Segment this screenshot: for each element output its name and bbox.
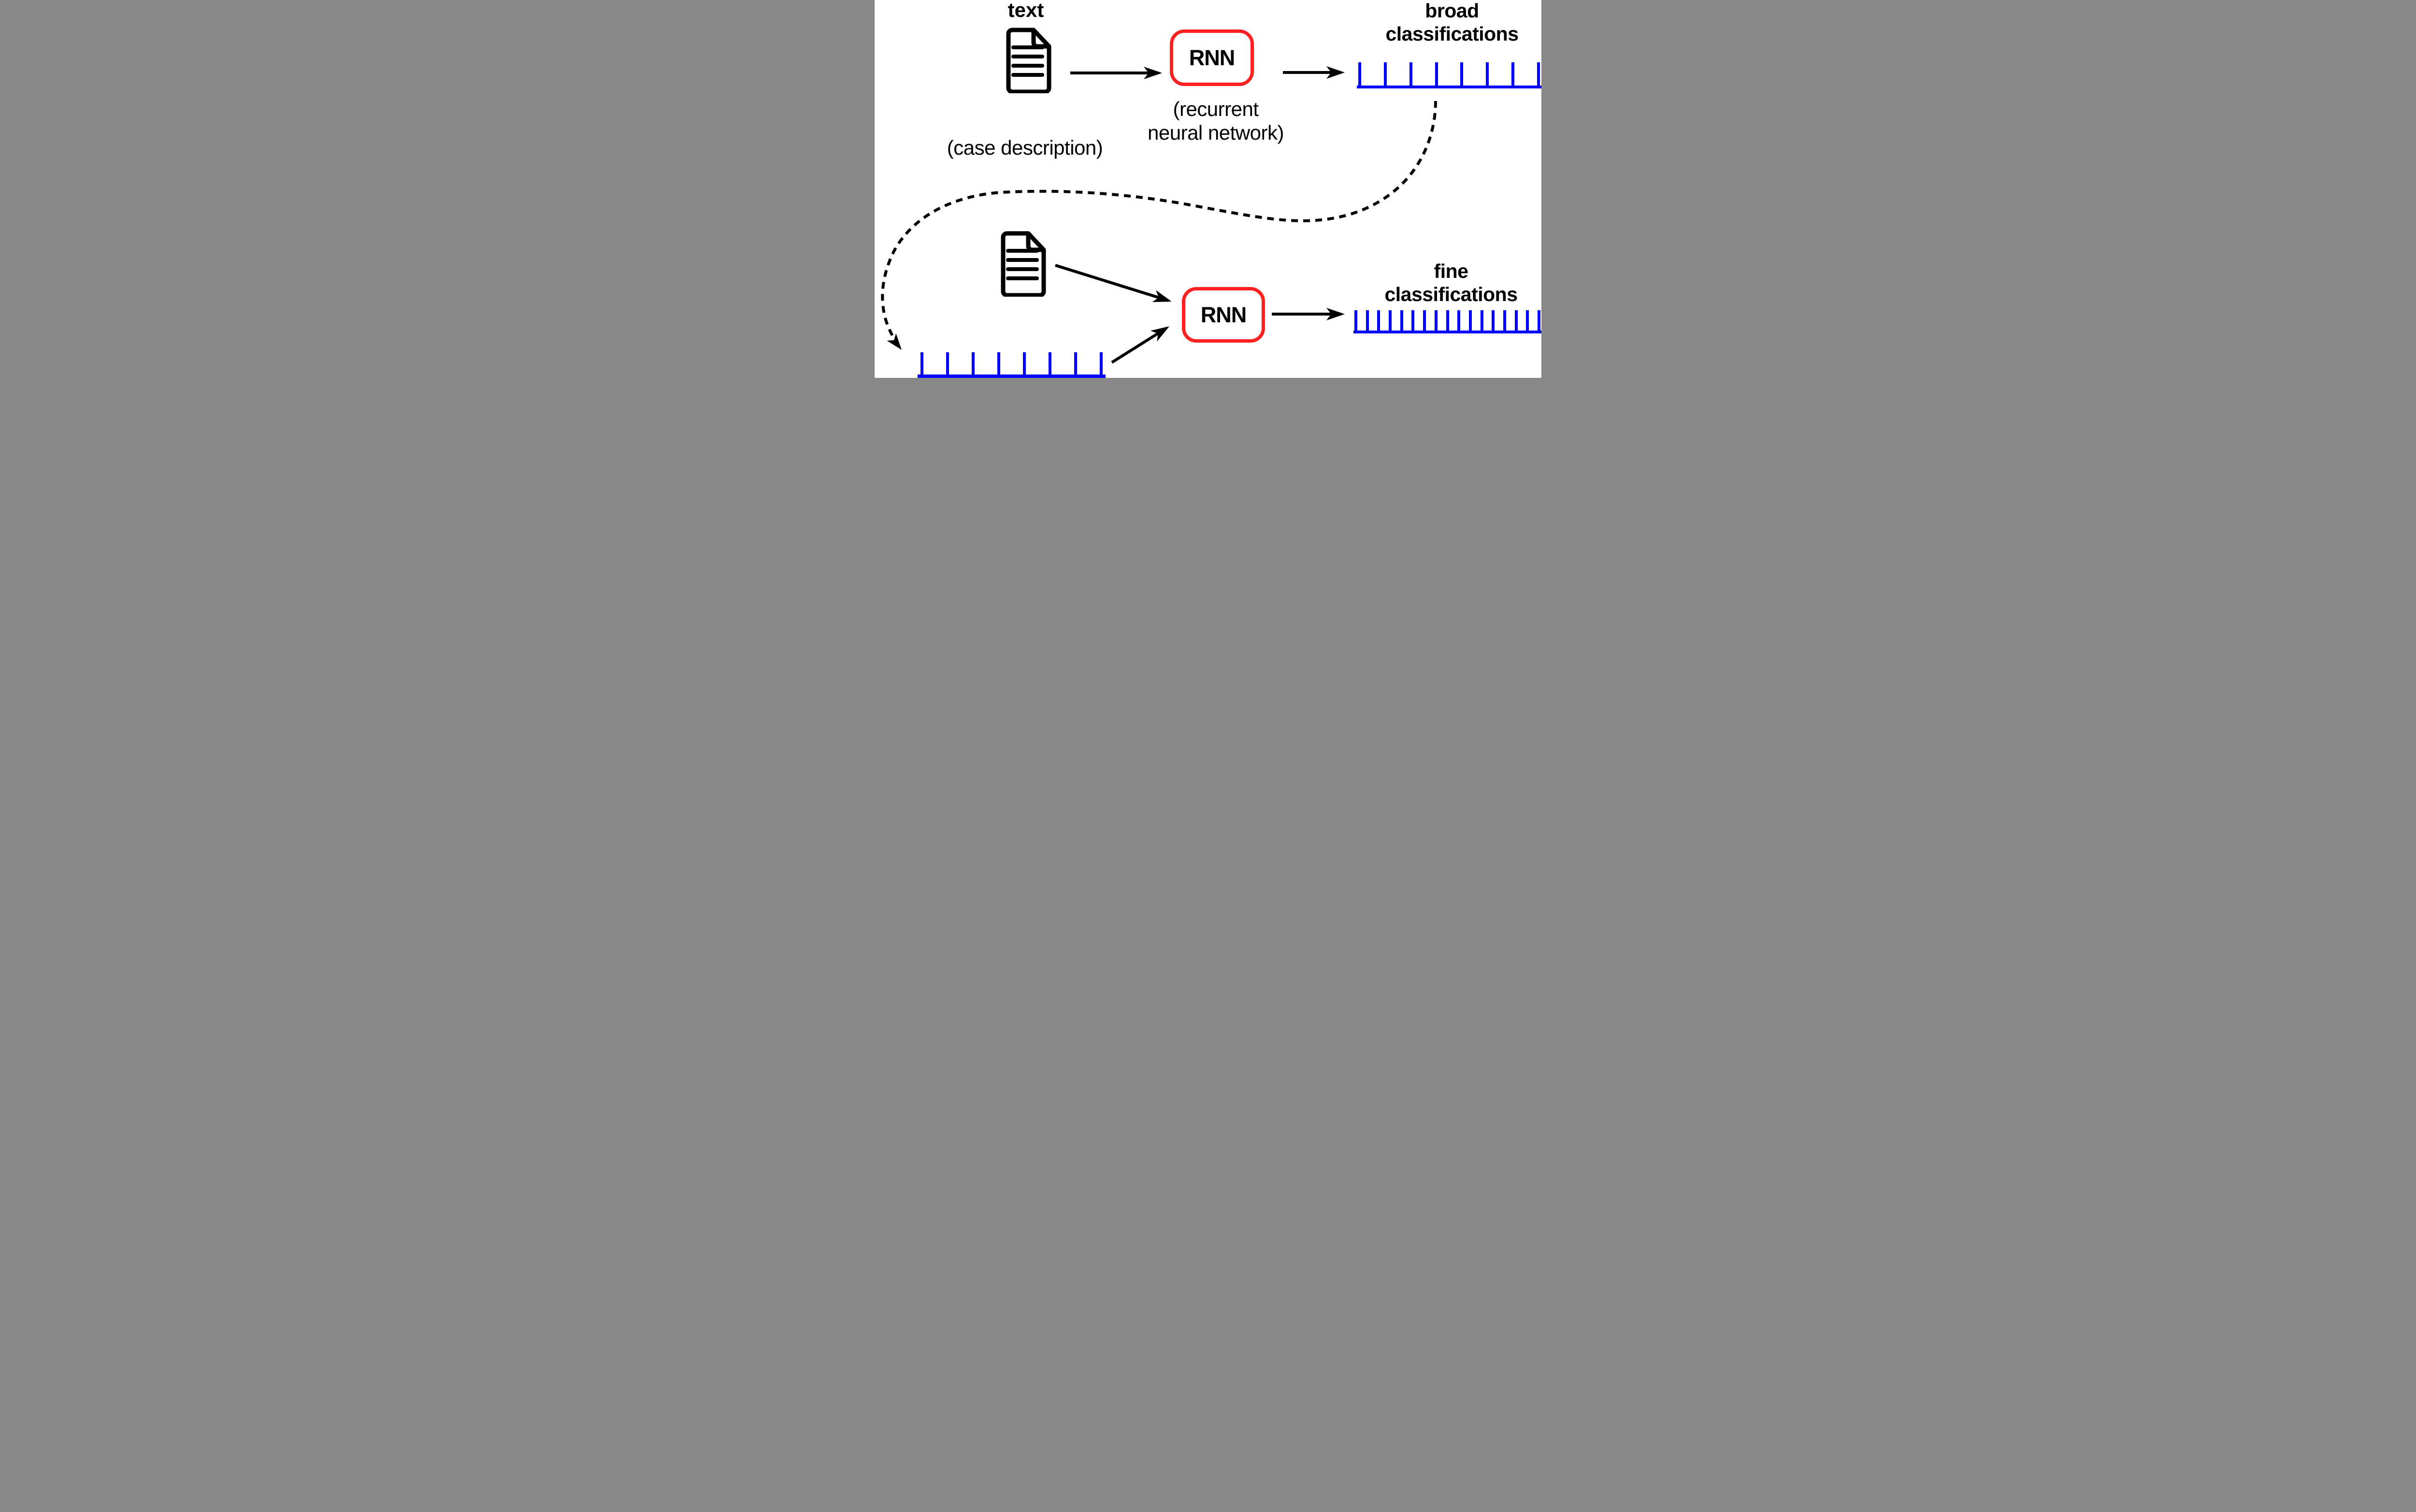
class-slot-tick — [920, 352, 923, 374]
stage1-output-label: broad classifications — [1365, 0, 1539, 45]
class-slot-tick — [1511, 62, 1515, 86]
class-slot-tick — [1480, 310, 1483, 331]
stage2-rnn-box: RNN — [1182, 287, 1265, 343]
class-slot-tick — [1400, 310, 1403, 331]
document-icon — [1001, 231, 1046, 297]
class-slot-tick — [1377, 310, 1381, 331]
class-slot-tick — [1411, 310, 1415, 331]
document-page-outline — [1006, 28, 1051, 93]
class-slot-tick — [1514, 310, 1518, 331]
stage1-input-caption: (case description) — [947, 136, 1103, 159]
class-slot-tick — [1446, 310, 1449, 331]
broad-classifications-comb — [1357, 62, 1541, 88]
class-slot-tick — [1354, 310, 1357, 331]
arrow-text-to-rnn2 — [1055, 264, 1172, 302]
class-slot-tick — [1460, 62, 1464, 86]
class-slot-tick — [1023, 352, 1026, 374]
class-slot-tick — [1409, 62, 1412, 86]
stage1-output-label-line2: classifications — [1385, 23, 1519, 45]
stage1-rnn-caption-line2: neural network) — [1148, 121, 1284, 144]
class-slot-tick — [972, 352, 975, 374]
document-text-lines — [1011, 45, 1044, 77]
stage1-input-label: text — [1007, 0, 1044, 21]
document-page-outline — [1001, 231, 1046, 297]
stage1-rnn-label: RNN — [1189, 45, 1235, 70]
class-slot-tick — [1100, 352, 1103, 374]
class-slot-tick — [1538, 310, 1540, 331]
class-slot-tick — [1492, 310, 1495, 331]
class-slot-tick — [1366, 310, 1369, 331]
class-slot-tick — [1503, 310, 1506, 331]
stage1-output-label-line1: broad — [1425, 0, 1479, 22]
stage2-rnn-label: RNN — [1200, 302, 1247, 327]
class-slot-tick — [1526, 310, 1529, 331]
class-slot-tick — [997, 352, 1000, 374]
connector-arrows-layer — [881, 66, 1437, 364]
stage2-output-label-line1: fine — [1434, 260, 1468, 282]
document-icon — [1006, 28, 1051, 93]
class-slot-tick — [1074, 352, 1077, 374]
fine-classifications-comb — [1353, 310, 1541, 333]
class-slot-tick — [946, 352, 949, 374]
class-slot-tick — [1468, 310, 1472, 331]
stage2-output-label-line2: classifications — [1384, 283, 1518, 305]
class-slot-tick — [1389, 310, 1392, 331]
dashed-feedback-curve-broad-to-stage2 — [881, 101, 1437, 343]
class-slot-tick — [1423, 310, 1426, 331]
document-text-lines — [1006, 249, 1039, 280]
stage1-rnn-caption: (recurrent neural network) — [1134, 97, 1298, 144]
class-slot-tick — [1049, 352, 1051, 374]
stage2-output-label: fine classifications — [1364, 259, 1538, 306]
class-slot-tick — [1434, 310, 1438, 331]
stage1-rnn-caption-line1: (recurrent — [1173, 98, 1259, 120]
broad-classes-input-comb — [918, 352, 1106, 378]
class-slot-tick — [1435, 62, 1438, 86]
class-slot-tick — [1383, 62, 1387, 86]
class-slot-tick — [1486, 62, 1489, 86]
dashed-feedback-arrowhead — [887, 333, 902, 350]
class-slot-tick — [1537, 62, 1540, 86]
arrow-broadclasses-to-rnn2 — [1111, 326, 1169, 364]
class-slot-tick — [1358, 62, 1361, 86]
class-slot-tick — [1457, 310, 1461, 331]
rnn-classification-diagram: text (case description) RNN (recurrent n… — [875, 0, 1541, 378]
stage1-rnn-box: RNN — [1170, 29, 1254, 86]
